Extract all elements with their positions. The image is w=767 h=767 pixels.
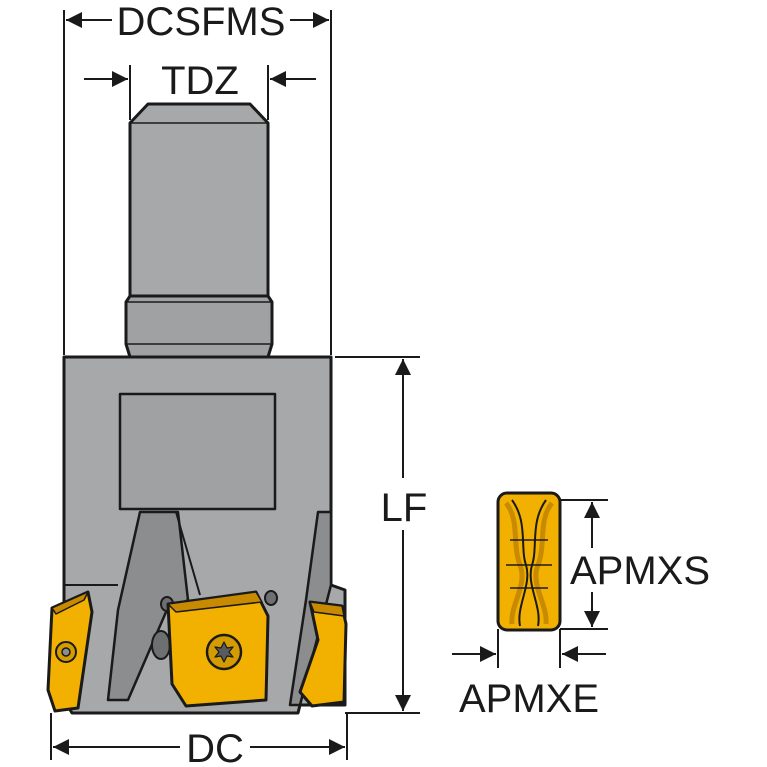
dimension-lines	[53, 12, 606, 755]
torx-screw-center	[61, 647, 71, 657]
shank-neck	[124, 294, 274, 359]
coolant-port-right	[264, 590, 278, 606]
label-dc: DC	[186, 727, 244, 767]
coolant-hole	[151, 630, 171, 660]
label-apmxe: APMXE	[459, 677, 599, 721]
cutter-inserts	[46, 590, 348, 713]
dimension-labels: DCSFMS TDZ LF DC APMXS APMXE	[117, 0, 710, 767]
label-tdz: TDZ	[161, 59, 239, 103]
flute-line-1	[175, 511, 201, 596]
insert-detail	[496, 491, 562, 632]
insert-left-edge	[51, 591, 89, 615]
label-lf: LF	[381, 486, 428, 530]
torx-star	[214, 641, 234, 663]
label-apmxs: APMXS	[570, 549, 710, 593]
label-dcsfms: DCSFMS	[117, 0, 286, 44]
insert-right-edge	[309, 601, 345, 617]
extension-lines	[50, 10, 608, 760]
cutter-shank	[124, 102, 274, 359]
head-flat-recess	[118, 392, 277, 511]
insert-detail-body	[496, 491, 562, 632]
insert-center-edge	[167, 591, 263, 613]
cutter-head	[62, 355, 347, 715]
shank-body	[128, 102, 270, 298]
